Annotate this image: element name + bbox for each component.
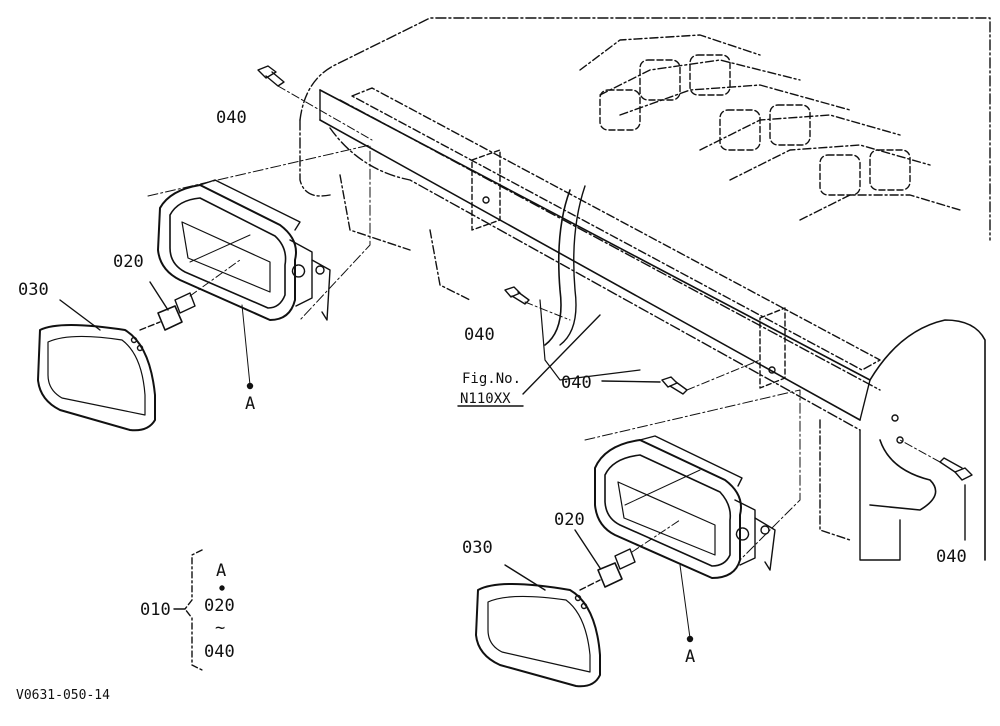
legend-bracket xyxy=(173,549,225,671)
lens-left-icon xyxy=(37,299,156,432)
bulb-right-icon xyxy=(574,519,681,591)
callout-020-right: 020 xyxy=(554,510,585,530)
fig-no-label: Fig.No. xyxy=(462,371,522,387)
legend-item-a: A xyxy=(216,561,227,581)
bolt-middle-icon xyxy=(504,286,571,321)
bolt-upper-icon xyxy=(257,65,373,141)
fig-no-value: N110XX xyxy=(460,391,511,407)
callout-030-left: 030 xyxy=(18,280,49,300)
bolt-far-right-icon xyxy=(899,439,973,541)
callout-030-right: 030 xyxy=(462,538,493,558)
bolt-right-mid-icon xyxy=(601,359,761,395)
legend-range-separator: ~ xyxy=(215,618,226,638)
bulb-left-icon xyxy=(139,259,241,331)
legend-assembly-number: 010 xyxy=(140,600,171,620)
callout-a-right: A xyxy=(685,647,696,667)
callout-020-left: 020 xyxy=(113,252,144,272)
tractor-frame xyxy=(299,17,991,561)
callout-040-right-mid: 040 xyxy=(561,373,592,393)
callout-040-far-right: 040 xyxy=(936,547,967,567)
lens-right-icon xyxy=(475,564,601,688)
legend-item-end: 040 xyxy=(204,642,235,662)
headlamp-housing-left xyxy=(147,144,371,390)
callout-a-left: A xyxy=(245,394,256,414)
legend-item-start: 020 xyxy=(204,596,235,616)
callout-040-upper: 040 xyxy=(216,108,247,128)
drawing-code: V0631-050-14 xyxy=(16,688,110,703)
headlamp-housing-right xyxy=(584,389,801,643)
fig-no-leader xyxy=(457,314,601,407)
callout-040-middle: 040 xyxy=(464,325,495,345)
